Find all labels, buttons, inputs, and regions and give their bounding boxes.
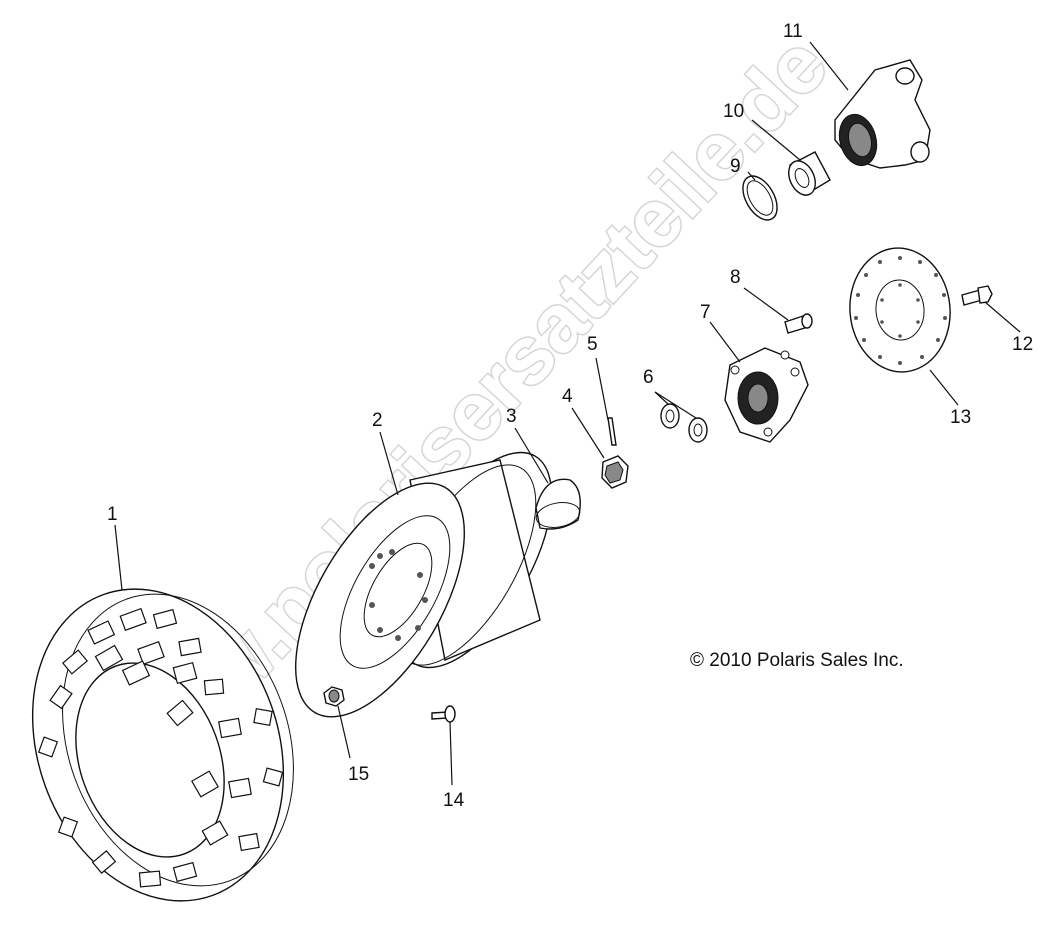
bearing-part-10 bbox=[788, 151, 831, 196]
callout-13: 13 bbox=[950, 407, 971, 428]
callout-3: 3 bbox=[506, 406, 517, 427]
tire-part-1 bbox=[31, 588, 294, 902]
bolt-part-8 bbox=[784, 313, 813, 334]
callout-4: 4 bbox=[562, 386, 573, 407]
callout-8: 8 bbox=[730, 267, 741, 288]
snap-ring-part-9 bbox=[742, 175, 778, 221]
bolt-part-12 bbox=[961, 285, 993, 306]
castle-nut-part-4 bbox=[601, 455, 629, 489]
callout-10: 10 bbox=[723, 101, 744, 122]
callout-15: 15 bbox=[348, 764, 369, 785]
center-cap-part-3 bbox=[535, 478, 581, 530]
cotter-pin-part-5 bbox=[607, 417, 617, 446]
callout-1: 1 bbox=[107, 504, 118, 525]
hub-part-7 bbox=[724, 347, 809, 443]
wheel-rim-part-2 bbox=[294, 451, 553, 718]
brake-disc-part-13 bbox=[849, 247, 951, 373]
callout-5: 5 bbox=[587, 334, 598, 355]
callout-6: 6 bbox=[643, 367, 654, 388]
washers-part-6 bbox=[660, 403, 708, 443]
callout-9: 9 bbox=[730, 156, 741, 177]
leader-lines bbox=[114, 41, 1021, 786]
callout-labels: 1 2 3 4 5 6 7 8 9 10 11 12 13 14 15 bbox=[107, 21, 1033, 811]
valve-stem-part-14 bbox=[431, 705, 456, 723]
lug-nut-part-15 bbox=[323, 686, 345, 707]
knuckle-part-11 bbox=[834, 59, 931, 169]
copyright-notice: © 2010 Polaris Sales Inc. bbox=[690, 650, 904, 671]
callout-14: 14 bbox=[443, 790, 465, 811]
callout-11: 11 bbox=[783, 21, 803, 42]
callout-7: 7 bbox=[700, 302, 711, 323]
callout-12: 12 bbox=[1012, 334, 1033, 355]
callout-2: 2 bbox=[372, 410, 383, 431]
